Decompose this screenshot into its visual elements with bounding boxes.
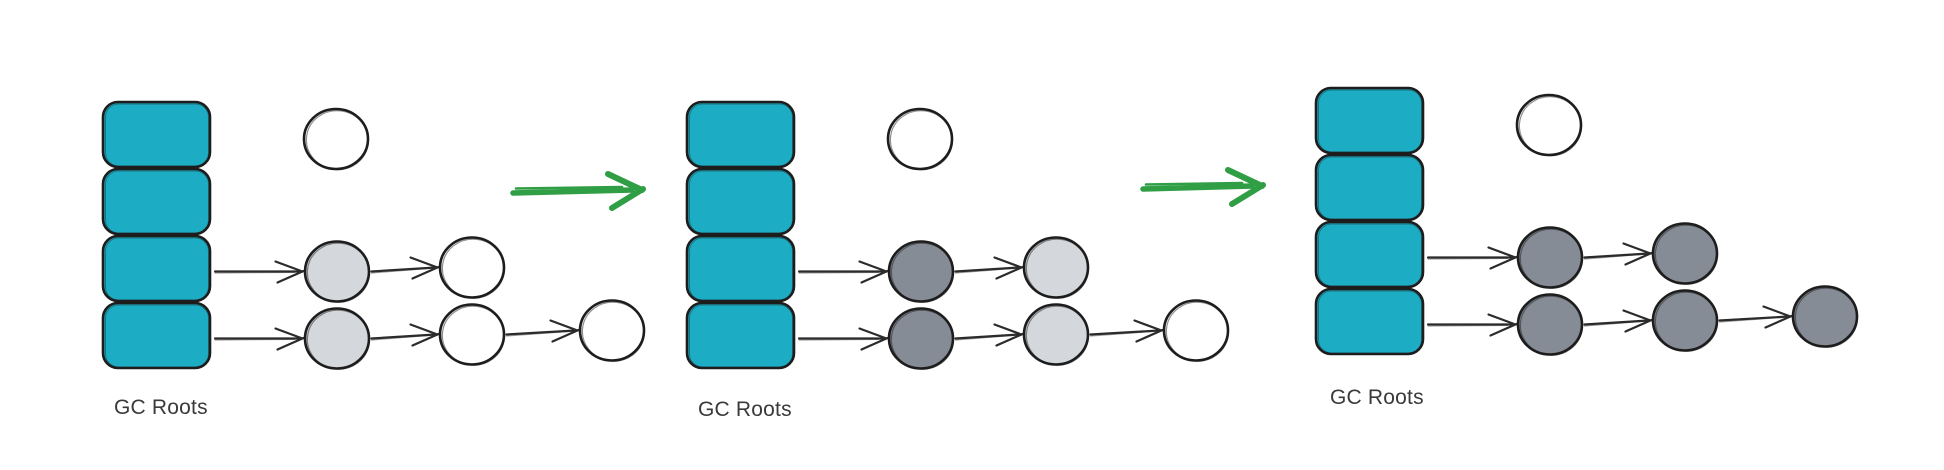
heap-object-node bbox=[438, 236, 506, 299]
heap-object-node bbox=[1516, 293, 1584, 356]
heap-object-node bbox=[1651, 222, 1719, 285]
gc-root-block bbox=[1314, 86, 1425, 155]
gc-root-block bbox=[101, 100, 212, 169]
reference-arrow bbox=[1718, 305, 1793, 329]
panel-2 bbox=[685, 100, 1230, 370]
heap-object-node bbox=[1162, 299, 1230, 362]
heap-object-node bbox=[1791, 285, 1859, 348]
heap-object-node bbox=[886, 107, 954, 171]
gc-root-block bbox=[685, 301, 796, 370]
heap-object-node bbox=[1022, 303, 1090, 366]
heap-object-node bbox=[302, 107, 370, 171]
heap-object-node bbox=[1515, 93, 1583, 157]
heap-object-node bbox=[578, 299, 646, 362]
panel-3 bbox=[1314, 86, 1859, 356]
reference-arrow bbox=[370, 256, 440, 280]
gc-root-block bbox=[101, 167, 212, 236]
reference-arrow bbox=[1089, 319, 1164, 343]
heap-object-node bbox=[887, 307, 955, 370]
gc-roots-label-panel-2: GC Roots bbox=[698, 398, 792, 421]
gc-roots-label-panel-3: GC Roots bbox=[1330, 386, 1424, 409]
gc-root-block bbox=[685, 100, 796, 169]
heap-object-node bbox=[1651, 289, 1719, 352]
heap-object-node bbox=[303, 307, 371, 370]
gc-root-block bbox=[685, 234, 796, 303]
reference-arrow bbox=[505, 319, 580, 343]
heap-object-node bbox=[303, 240, 371, 303]
reference-arrow bbox=[797, 260, 889, 284]
reference-arrow bbox=[954, 256, 1024, 280]
gc-roots-label-panel-1: GC Roots bbox=[114, 396, 208, 419]
reference-arrow bbox=[1426, 246, 1518, 270]
reference-arrow bbox=[797, 327, 889, 351]
heap-object-node bbox=[1022, 236, 1090, 299]
heap-object-node bbox=[438, 303, 506, 366]
heap-object-node bbox=[887, 240, 955, 303]
gc-root-block bbox=[101, 301, 212, 370]
heap-object-node bbox=[1516, 226, 1584, 289]
gc-root-block bbox=[685, 167, 796, 236]
gc-root-block bbox=[1314, 220, 1425, 289]
reference-arrow bbox=[954, 323, 1024, 347]
panel-1 bbox=[101, 100, 646, 370]
reference-arrow bbox=[1583, 309, 1653, 333]
gc-root-block bbox=[1314, 153, 1425, 222]
stage-transition-arrow bbox=[510, 171, 646, 211]
reference-arrow bbox=[1426, 313, 1518, 337]
reference-arrow bbox=[370, 323, 440, 347]
gc-root-block bbox=[101, 234, 212, 303]
stage-transition-arrow bbox=[1140, 167, 1266, 207]
gc-root-block bbox=[1314, 287, 1425, 356]
reference-arrow bbox=[213, 327, 305, 351]
reference-arrow bbox=[213, 260, 305, 284]
reference-arrow bbox=[1583, 242, 1653, 266]
